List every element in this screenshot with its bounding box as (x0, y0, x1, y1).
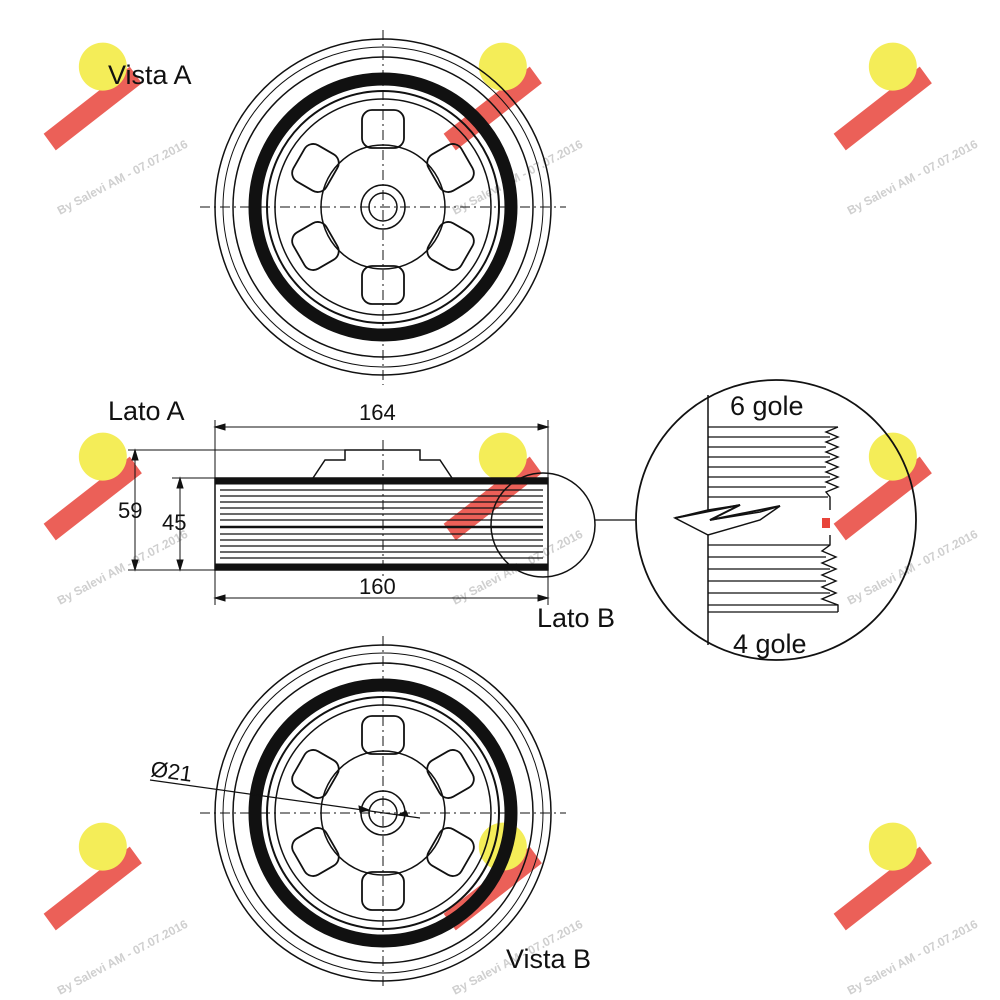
total-height-dimension: 59 (118, 498, 142, 523)
bore-diameter-dimension: Ø21 (149, 756, 194, 787)
belt-height-dimension: 45 (162, 510, 186, 535)
watermark-text: By Salevi AM - 07.07.2016 (55, 527, 190, 608)
view-a-label: Vista A (108, 60, 192, 90)
side-a-label: Lato A (108, 396, 185, 426)
view-b-label: Vista B (506, 944, 591, 974)
top-view-pulley (200, 30, 566, 385)
upper-grooves-label: 6 gole (730, 391, 804, 421)
watermark-text: By Salevi AM - 07.07.2016 (845, 137, 980, 218)
groove-detail-teeth (708, 426, 840, 613)
side-view-grooves (220, 489, 543, 559)
watermark-text: By Salevi AM - 07.07.2016 (845, 527, 980, 608)
watermark-text: By Salevi AM - 07.07.2016 (55, 137, 190, 218)
watermark-text: By Salevi AM - 07.07.2016 (450, 137, 585, 218)
dimension-lines (128, 420, 550, 605)
groove-detail (635, 379, 917, 661)
watermark-logo (43, 432, 142, 541)
inner-width-dimension: 160 (359, 574, 396, 599)
watermark-logo (833, 42, 932, 151)
bottom-view-spoke-holes (291, 715, 475, 911)
side-view-pulley (214, 440, 635, 580)
watermark-text: By Salevi AM - 07.07.2016 (845, 917, 980, 998)
side-b-label: Lato B (537, 603, 615, 633)
watermark-text: By Salevi AM - 07.07.2016 (55, 917, 190, 998)
lower-grooves-label: 4 gole (733, 629, 807, 659)
watermark-logo (43, 42, 142, 151)
watermark-logo (833, 822, 932, 931)
watermark-logo (43, 822, 142, 931)
watermark-logo (833, 432, 932, 541)
bottom-view-pulley (149, 636, 566, 990)
outer-width-dimension: 164 (359, 400, 396, 425)
